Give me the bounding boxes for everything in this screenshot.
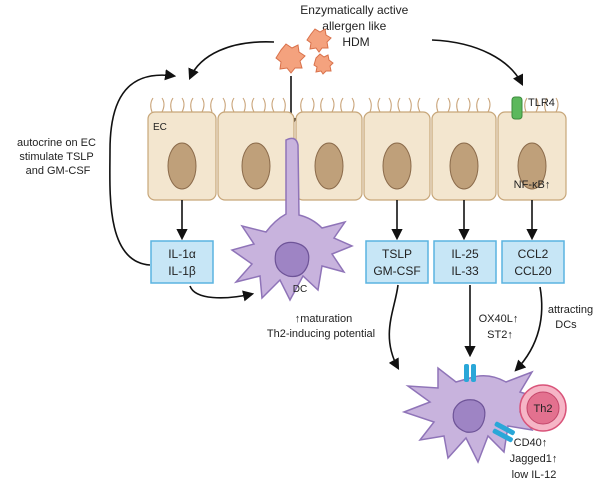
il1-line1: IL-1α — [168, 247, 196, 261]
dc-label: DC — [293, 284, 307, 295]
tslp-line1: TSLP — [382, 247, 412, 261]
epithelial-cell-layer — [147, 111, 567, 201]
nucleus — [449, 142, 479, 190]
nucleus — [382, 142, 412, 190]
nucleus — [314, 142, 344, 190]
nucleus — [517, 142, 547, 190]
attracting-label: attracting DCs — [548, 304, 596, 331]
tslp-to-lower-dc-arrow — [388, 284, 400, 370]
allergen-label: Enzymatically active allergen like HDM — [300, 3, 411, 49]
il1-to-dc-arrow — [189, 285, 255, 302]
autocrine-label: autocrine on EC stimulate TSLP and GM-CS… — [17, 137, 99, 177]
ec-label: EC — [153, 122, 167, 133]
th2-label: Th2 — [534, 403, 553, 415]
th2-cell: Th2 — [519, 384, 567, 432]
cell-nuclei — [167, 142, 547, 190]
cytokine-box-ccl2: CCL2 CCL20 — [501, 240, 565, 284]
dendritic-cell-upper: DC — [230, 137, 354, 302]
autocrine-loop-arrow — [109, 69, 177, 266]
allergen-to-ec-left-arrow — [188, 41, 275, 81]
ox40l-receptor-icon — [464, 364, 476, 382]
nfkb-label: NF-κB↑ — [514, 179, 551, 191]
ccl2-line1: CCL2 — [518, 247, 549, 261]
tslp-line2: GM-CSF — [373, 264, 420, 278]
ox40l-label: OX40L↑ ST2↑ — [479, 313, 522, 341]
ccl2-line2: CCL20 — [514, 264, 552, 278]
tlr4-receptor-icon — [511, 96, 523, 120]
il25-line2: IL-33 — [451, 264, 479, 278]
il25-line1: IL-25 — [451, 247, 479, 261]
tlr4-label: TLR4 — [528, 97, 555, 109]
allergen-to-tlr4-arrow — [431, 39, 524, 87]
maturation-label: ↑maturation Th2-inducing potential — [267, 313, 375, 340]
cilia — [150, 97, 559, 113]
cytokine-box-il25: IL-25 IL-33 — [433, 240, 497, 284]
cytokine-box-il1: IL-1α IL-1β — [150, 240, 214, 284]
nucleus — [241, 142, 271, 190]
nucleus — [167, 142, 197, 190]
cd40-receptor-icon — [492, 421, 515, 443]
il1-line2: IL-1β — [168, 264, 196, 278]
costimulatory-label: CD40↑ Jagged1↑ low IL-12 — [510, 437, 561, 481]
ccl2-to-lower-dc-arrow — [514, 286, 543, 372]
cytokine-box-tslp: TSLP GM-CSF — [365, 240, 429, 284]
allergen-particles-icon — [275, 28, 334, 75]
